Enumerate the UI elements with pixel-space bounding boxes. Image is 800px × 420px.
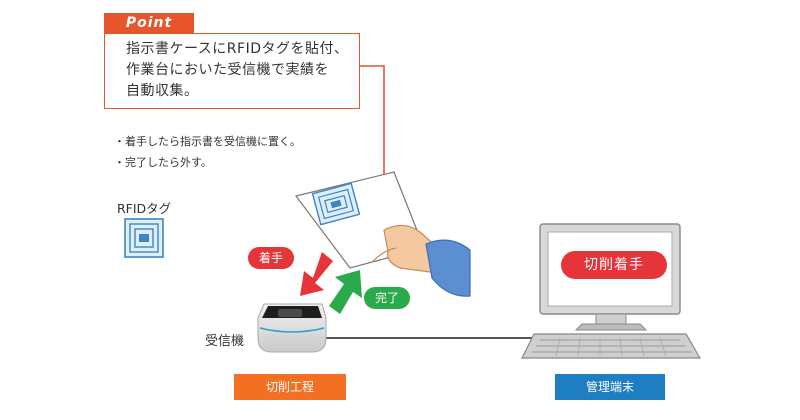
bullet-item: ・完了したら外す。 bbox=[114, 156, 212, 169]
start-arrow-icon bbox=[300, 252, 333, 296]
process-label: 切削工程 bbox=[234, 374, 346, 400]
leader-line bbox=[360, 65, 385, 184]
point-line-1: 指示書ケースにRFIDタグを貼付、 bbox=[126, 41, 349, 57]
point-line-2: 作業台においた受信機で実績を bbox=[126, 62, 329, 78]
rfid-tag-on-card bbox=[311, 182, 361, 226]
bullet-list: ・着手したら指示書を受信機に置く。 ・完了したら外す。 bbox=[114, 131, 301, 173]
point-text: 指示書ケースにRFIDタグを貼付、 作業台においた受信機で実績を 自動収集。 bbox=[126, 39, 366, 102]
rfid-tag-icon bbox=[124, 218, 164, 258]
start-label: 着手 bbox=[248, 247, 294, 269]
terminal-label: 管理端末 bbox=[555, 374, 665, 400]
point-line-3: 自動収集。 bbox=[126, 83, 199, 99]
point-box bbox=[104, 33, 360, 109]
point-tab: Point bbox=[104, 13, 194, 33]
receiver-label: 受信機 bbox=[205, 334, 245, 349]
done-label: 完了 bbox=[364, 287, 410, 309]
monitor-screen-text: 切削着手 bbox=[561, 251, 667, 279]
bullet-item: ・着手したら指示書を受信機に置く。 bbox=[114, 135, 301, 148]
done-arrow-icon bbox=[329, 270, 362, 314]
receiver-device bbox=[257, 303, 327, 353]
keyboard-icon bbox=[521, 333, 702, 359]
rfid-tag-label: RFIDタグ bbox=[117, 201, 172, 216]
hand-and-sleeve bbox=[371, 224, 471, 297]
